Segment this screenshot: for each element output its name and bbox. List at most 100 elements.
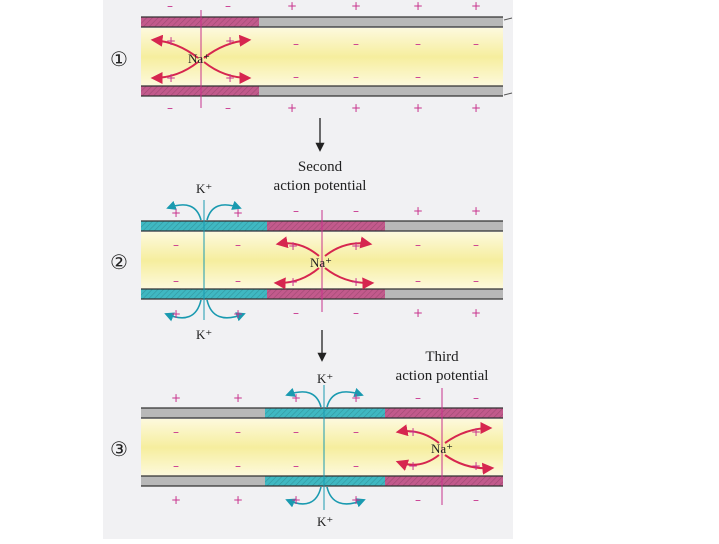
negative-charge: – <box>173 238 179 252</box>
caption-line-1: Third <box>425 349 459 365</box>
negative-charge: – <box>473 238 479 252</box>
na-influx-arrow <box>275 236 320 257</box>
k-efflux-arrow <box>326 486 366 508</box>
panel-3: Third action potential ③ Na⁺ <box>110 349 503 529</box>
na-influx-arrow <box>273 267 320 290</box>
negative-charge: – <box>173 425 179 439</box>
membrane-resting <box>141 408 265 418</box>
negative-charge: – <box>415 37 421 51</box>
membrane-resting <box>259 17 503 27</box>
na-influx-arrow <box>150 61 199 84</box>
negative-charge: – <box>293 425 299 439</box>
positive-charge: + <box>408 459 418 473</box>
sodium-ion-label: Na⁺ <box>431 441 453 456</box>
negative-charge: – <box>167 0 173 13</box>
negative-charge: – <box>415 493 421 507</box>
k-efflux-arrow <box>285 486 322 508</box>
negative-charge: – <box>353 425 359 439</box>
negative-charge: – <box>293 204 299 218</box>
negative-charge: – <box>235 459 241 473</box>
positive-charge: + <box>471 459 481 473</box>
negative-charge: – <box>353 70 359 84</box>
membrane-hatch <box>141 17 259 27</box>
step-number: ③ <box>110 439 128 461</box>
positive-charge: + <box>166 34 176 48</box>
na-influx-arrow <box>444 454 495 475</box>
positive-charge: + <box>408 425 418 439</box>
negative-charge: – <box>415 391 421 405</box>
positive-charge: + <box>171 206 181 220</box>
positive-charge: + <box>471 0 481 13</box>
negative-charge: – <box>235 274 241 288</box>
positive-charge: + <box>233 206 243 220</box>
na-influx-arrow <box>444 422 493 444</box>
positive-charge: + <box>233 307 243 321</box>
caption-line-2: action potential <box>396 368 489 384</box>
membrane-resting <box>385 221 503 231</box>
k-efflux-arrow <box>164 299 202 322</box>
na-influx-arrow <box>203 61 252 84</box>
positive-charge: + <box>351 391 361 405</box>
na-influx-arrow <box>324 267 375 290</box>
negative-charge: – <box>473 70 479 84</box>
negative-charge: – <box>293 70 299 84</box>
potassium-ion-label: K⁺ <box>196 327 212 342</box>
k-efflux-arrow <box>166 200 202 221</box>
positive-charge: + <box>351 101 361 115</box>
potassium-ion-label: K⁺ <box>317 514 333 529</box>
positive-charge: + <box>471 204 481 218</box>
positive-charge: + <box>288 275 298 289</box>
positive-charge: + <box>171 307 181 321</box>
positive-charge: + <box>287 101 297 115</box>
positive-charge: + <box>351 275 361 289</box>
positive-charge: + <box>471 425 481 439</box>
negative-charge: – <box>415 238 421 252</box>
k-efflux-arrow <box>206 200 242 221</box>
membrane-resting <box>385 289 503 299</box>
negative-charge: – <box>353 306 359 320</box>
negative-charge: – <box>225 101 231 115</box>
positive-charge: + <box>233 493 243 507</box>
positive-charge: + <box>287 0 297 13</box>
positive-charge: + <box>413 306 423 320</box>
membrane-resting <box>259 86 503 96</box>
negative-charge: – <box>225 0 231 13</box>
k-efflux-arrow <box>326 387 364 408</box>
na-influx-arrow <box>150 34 199 59</box>
positive-charge: + <box>351 239 361 253</box>
negative-charge: – <box>235 425 241 439</box>
panel-1: ① Na⁺ ––++++++––––++––––––++++ <box>110 0 503 115</box>
positive-charge: + <box>413 101 423 115</box>
positive-charge: + <box>291 391 301 405</box>
negative-charge: – <box>353 204 359 218</box>
potassium-ion-label: K⁺ <box>196 181 212 196</box>
step-number: ① <box>110 49 128 71</box>
positive-charge: + <box>171 493 181 507</box>
negative-charge: – <box>353 459 359 473</box>
positive-charge: + <box>288 239 298 253</box>
negative-charge: – <box>235 238 241 252</box>
na-influx-arrow <box>324 236 373 257</box>
negative-charge: – <box>167 101 173 115</box>
caption-line-2: action potential <box>274 178 367 194</box>
na-influx-arrow <box>395 454 440 471</box>
membrane-hatch <box>141 86 259 96</box>
caption-line-1: Second <box>298 159 343 175</box>
k-efflux-arrow <box>206 299 246 322</box>
negative-charge: – <box>173 459 179 473</box>
negative-charge: – <box>293 459 299 473</box>
negative-charge: – <box>415 70 421 84</box>
positive-charge: + <box>413 0 423 13</box>
positive-charge: + <box>233 391 243 405</box>
positive-charge: + <box>166 71 176 85</box>
positive-charge: + <box>225 34 235 48</box>
negative-charge: – <box>473 274 479 288</box>
negative-charge: – <box>415 274 421 288</box>
positive-charge: + <box>351 493 361 507</box>
negative-charge: – <box>293 37 299 51</box>
positive-charge: + <box>351 0 361 13</box>
k-efflux-arrow <box>285 387 322 408</box>
membrane-resting <box>141 476 265 486</box>
negative-charge: – <box>473 391 479 405</box>
